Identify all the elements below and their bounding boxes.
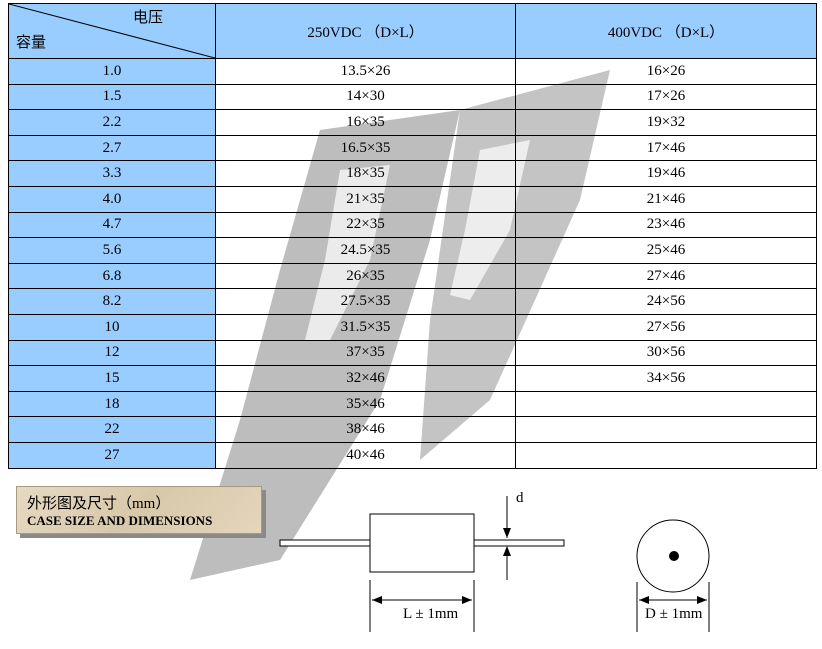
size-400vdc-cell — [515, 390, 817, 418]
header-corner-cell: 电压 容量 — [8, 3, 216, 59]
case-size-title-en: CASE SIZE AND DIMENSIONS — [27, 513, 213, 528]
lead-diameter-label: d — [516, 490, 524, 506]
size-400vdc-cell: 17×46 — [515, 134, 817, 162]
size-250vdc-cell: 16.5×35 — [215, 134, 516, 162]
size-250vdc-cell: 21×35 — [215, 185, 516, 213]
size-400vdc-cell: 27×46 — [515, 262, 817, 290]
column-header-250vdc: 250VDC （D×L） — [215, 3, 516, 59]
size-400vdc-cell — [515, 416, 817, 443]
capacity-cell: 2.7 — [8, 134, 216, 162]
size-250vdc-cell: 27.5×35 — [215, 288, 516, 315]
capacity-cell: 18 — [8, 390, 216, 418]
case-size-title-cn: 外形图及尺寸（mm） — [27, 496, 171, 512]
capacity-cell: 5.6 — [8, 237, 216, 264]
size-250vdc-cell: 24.5×35 — [215, 237, 516, 264]
voltage-label: 电压 — [132, 10, 163, 26]
capacity-cell: 1.5 — [8, 83, 216, 111]
size-250vdc-cell: 16×35 — [215, 109, 516, 136]
capacity-cell: 22 — [8, 416, 216, 443]
size-400vdc-cell: 34×56 — [515, 365, 817, 392]
size-400vdc-cell: 21×46 — [515, 185, 817, 213]
capacity-cell: 10 — [8, 313, 216, 341]
capacity-cell: 12 — [8, 339, 216, 367]
size-400vdc-cell: 17×26 — [515, 83, 817, 111]
size-250vdc-cell: 38×46 — [215, 416, 516, 443]
capacity-cell: 1.0 — [8, 58, 216, 85]
size-400vdc-cell: 24×56 — [515, 288, 817, 315]
size-250vdc-cell: 32×46 — [215, 365, 516, 392]
size-400vdc-cell: 23×46 — [515, 211, 817, 239]
size-400vdc-cell: 27×56 — [515, 313, 817, 341]
capacity-cell: 4.0 — [8, 185, 216, 213]
capacity-cell: 3.3 — [8, 160, 216, 187]
capacity-cell: 15 — [8, 365, 216, 392]
size-250vdc-cell: 35×46 — [215, 390, 516, 418]
header-diagonal-line — [9, 4, 215, 58]
size-400vdc-cell: 19×46 — [515, 160, 817, 187]
column-header-400vdc: 400VDC （D×L） — [515, 3, 817, 59]
capacitor-body — [369, 513, 475, 573]
size-250vdc-cell: 13.5×26 — [215, 58, 516, 85]
size-250vdc-cell: 40×46 — [215, 441, 516, 469]
size-250vdc-cell: 31.5×35 — [215, 313, 516, 341]
capacity-cell: 4.7 — [8, 211, 216, 239]
case-size-title-box: 外形图及尺寸（mm） CASE SIZE AND DIMENSIONS — [16, 486, 262, 534]
size-250vdc-cell: 26×35 — [215, 262, 516, 290]
length-tolerance-label: L ± 1mm — [403, 606, 459, 622]
capacity-cell: 27 — [8, 441, 216, 469]
table-header-row: 电压 容量 250VDC （D×L） 400VDC （D×L） — [8, 3, 817, 59]
size-400vdc-cell: 16×26 — [515, 58, 817, 85]
size-400vdc-cell: 25×46 — [515, 237, 817, 264]
size-400vdc-cell — [515, 441, 817, 469]
capacity-cell: 6.8 — [8, 262, 216, 290]
capacity-cell: 8.2 — [8, 288, 216, 315]
size-250vdc-cell: 37×35 — [215, 339, 516, 367]
capacity-cell: 2.2 — [8, 109, 216, 136]
end-view-lead-dot — [669, 551, 679, 561]
size-250vdc-cell: 18×35 — [215, 160, 516, 187]
capacity-label: 容量 — [16, 35, 47, 51]
size-250vdc-cell: 22×35 — [215, 211, 516, 239]
size-400vdc-cell: 19×32 — [515, 109, 817, 136]
size-250vdc-cell: 14×30 — [215, 83, 516, 111]
size-400vdc-cell: 30×56 — [515, 339, 817, 367]
diameter-tolerance-label: D ± 1mm — [645, 606, 703, 622]
